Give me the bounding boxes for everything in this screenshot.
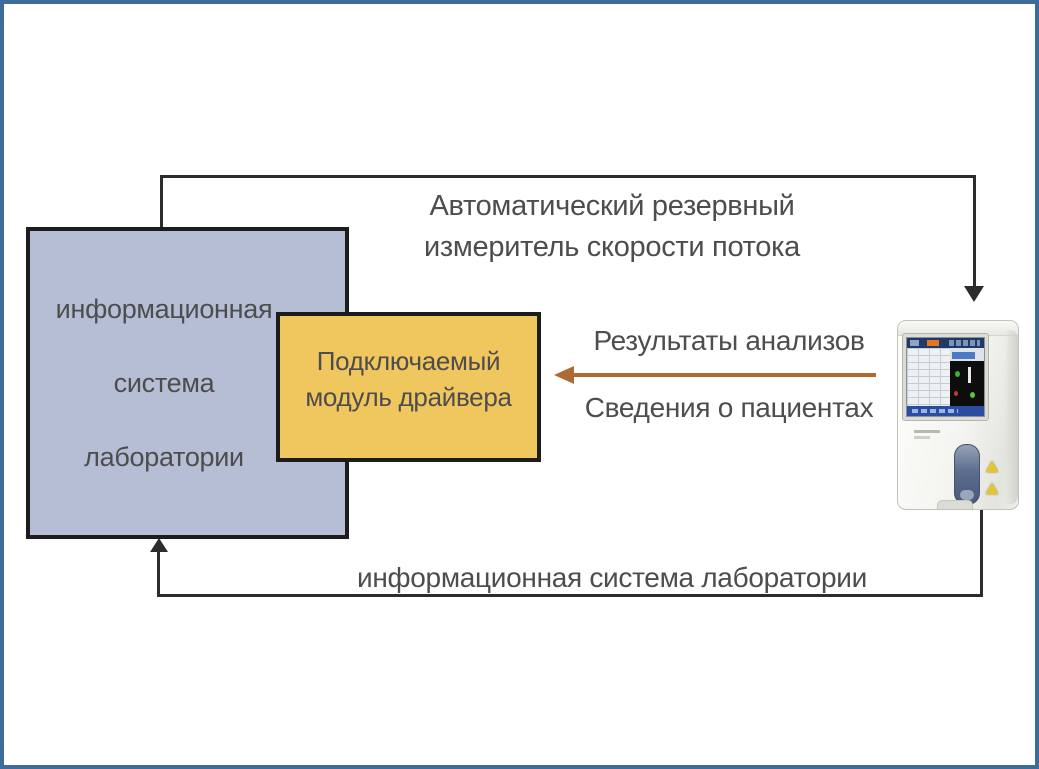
lis-box-label-line1: информационная: [55, 294, 273, 324]
results-label: Результаты анализов: [593, 325, 865, 356]
top-connector-right-vertical: [973, 175, 976, 287]
warning-triangle-icon: [986, 483, 998, 494]
top-connector-label-line2: измеритель скорости потока: [424, 231, 800, 263]
arrowhead-down-icon: [964, 286, 984, 302]
top-connector-label-line1: Автоматический резервный: [429, 190, 795, 222]
lis-box-label-line3: лаборатории: [84, 442, 244, 472]
screen-toolbar-orange-button: [927, 340, 939, 346]
analyzer-screen: [906, 337, 985, 417]
scatter-dot-green: [955, 370, 961, 377]
scatter-dot-green: [969, 391, 975, 398]
scatter-dot-red: [954, 390, 959, 396]
analyzer-bottom-notch: [937, 500, 973, 509]
lis-box-label: информационная система лаборатории: [30, 231, 298, 535]
screen-blue-tag: [951, 352, 975, 359]
lis-box-label-line2: система: [113, 368, 215, 398]
driver-module-box: Подключаемый модуль драйвера: [276, 312, 541, 462]
arrowhead-left-icon: [554, 366, 574, 384]
screen-status-segments: [911, 409, 958, 413]
top-connector-label: Автоматический резервный измеритель скор…: [354, 186, 870, 268]
patients-label: Сведения о пациентах: [584, 392, 874, 423]
warning-triangle-icon: [986, 461, 998, 472]
analyzer-probe-window: [960, 490, 974, 500]
driver-box-label-line2: модуль драйвера: [305, 382, 512, 412]
data-flow-arrow-line: [570, 373, 876, 377]
analyzer-sample-probe-door: [954, 444, 980, 505]
bottom-connector-label: информационная система лаборатории: [357, 562, 867, 593]
top-connector-left-vertical: [160, 177, 163, 227]
screen-results-table: [907, 348, 951, 406]
bottom-connector-right-vertical: [980, 508, 983, 596]
screen-status-bar: [907, 406, 984, 416]
analyzer-logo-mark: [914, 430, 940, 433]
bottom-connector-left-vertical: [157, 551, 160, 596]
screen-toolbar-chip: [910, 340, 920, 346]
analyzer-side-shade: [1005, 330, 1018, 504]
bottom-connector-horizontal: [157, 594, 983, 597]
screen-toolbar-buttons: [949, 340, 981, 346]
screen-toolbar: [907, 338, 984, 348]
scatter-histogram-bar: [967, 367, 971, 383]
arrowhead-up-icon: [150, 538, 168, 552]
screen-scattergram-panel: [950, 361, 984, 406]
driver-box-label-line1: Подключаемый: [316, 346, 501, 376]
top-connector-horizontal: [160, 175, 976, 178]
analyzer-screen-bezel: [902, 333, 989, 421]
analyzer-model-mark: [914, 436, 930, 439]
hematology-analyzer-image: [897, 320, 1019, 510]
